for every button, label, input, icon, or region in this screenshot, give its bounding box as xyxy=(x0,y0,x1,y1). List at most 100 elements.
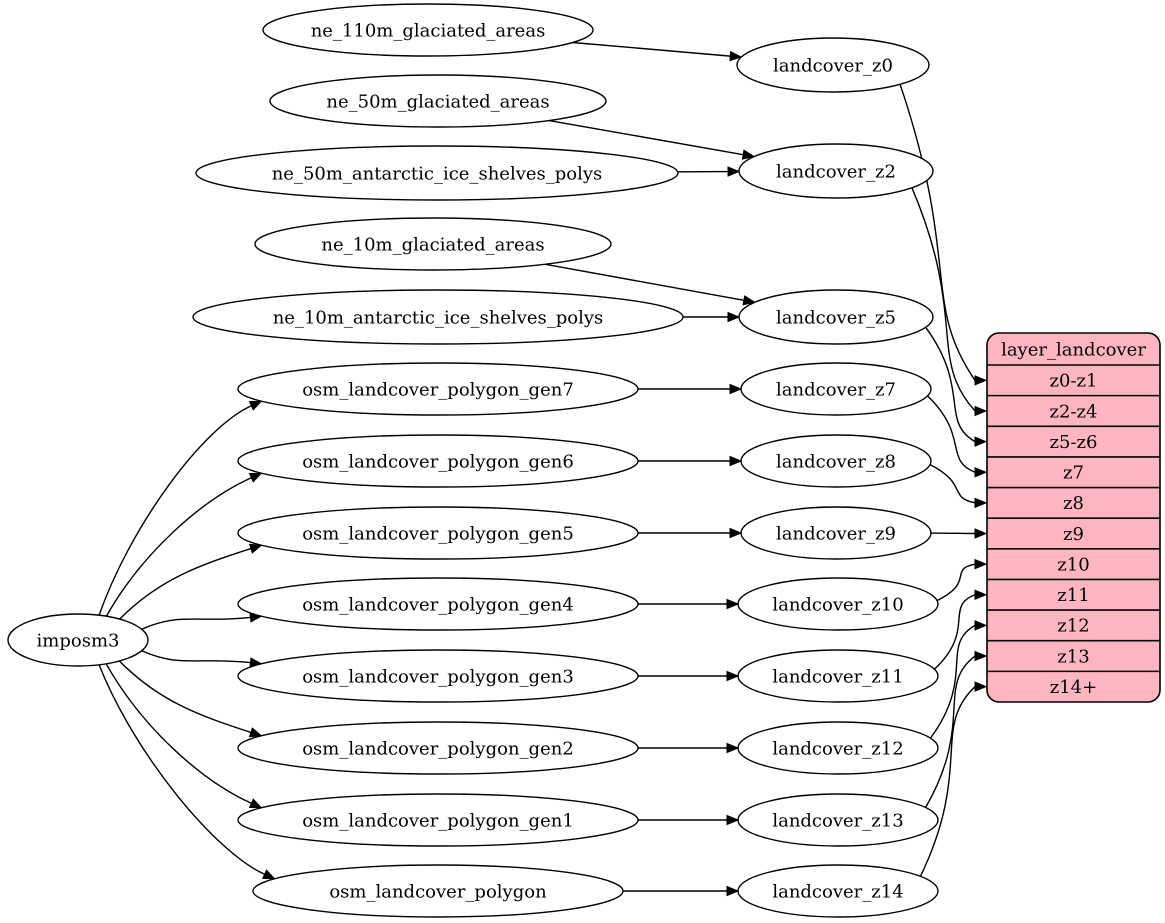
arrowhead xyxy=(974,497,988,509)
edge-imposm3-osm_landcover_polygon_gen1 xyxy=(105,663,263,809)
table-row-label: z8 xyxy=(1063,493,1084,514)
edge-ne_50m_glaciated_areas-landcover_z2 xyxy=(548,119,756,160)
node-ne_10m_glaciated_areas: ne_10m_glaciated_areas xyxy=(254,217,612,271)
node-osm_landcover_polygon_gen3: osm_landcover_polygon_gen3 xyxy=(237,649,639,703)
table-layer_landcover: layer_landcoverz0-z1z2-z4z5-z6z7z8z9z10z… xyxy=(986,332,1161,703)
arrowhead xyxy=(974,558,988,570)
node-shape xyxy=(237,649,639,703)
node-label: osm_landcover_polygon_gen5 xyxy=(302,523,574,544)
node-label: landcover_z5 xyxy=(776,307,896,328)
node-label: landcover_z7 xyxy=(776,379,896,400)
table-title: layer_landcover xyxy=(1001,339,1146,360)
edge-path xyxy=(919,686,976,877)
edge-osm_landcover_polygon_gen1-landcover_z13 xyxy=(638,814,740,826)
edge-landcover_z2-row-z2-z4 xyxy=(911,187,988,417)
arrowhead xyxy=(726,742,740,754)
arrowhead xyxy=(729,383,743,395)
node-shape xyxy=(252,864,624,918)
edge-osm_landcover_polygon_gen2-landcover_z12 xyxy=(638,742,740,754)
node-ne_50m_antarctic_ice_shelves_polys: ne_50m_antarctic_ice_shelves_polys xyxy=(195,145,679,201)
node-label: landcover_z12 xyxy=(772,738,903,759)
node-label: osm_landcover_polygon_gen4 xyxy=(302,594,574,615)
node-landcover_z12: landcover_z12 xyxy=(737,721,939,775)
node-landcover_z10: landcover_z10 xyxy=(737,577,939,631)
node-label: landcover_z14 xyxy=(772,881,903,902)
node-shape xyxy=(195,145,679,201)
edge-ne_10m_antarctic_ice_shelves_polys-landcover_z5 xyxy=(683,311,741,323)
arrowhead xyxy=(974,681,988,692)
arrowhead xyxy=(248,472,263,483)
edge-osm_landcover_polygon_gen3-landcover_z11 xyxy=(638,670,740,682)
node-ne_10m_antarctic_ice_shelves_polys: ne_10m_antarctic_ice_shelves_polys xyxy=(192,289,684,345)
node-shape xyxy=(740,434,932,488)
edge-imposm3-osm_landcover_polygon_gen3 xyxy=(141,650,263,668)
node-label: imposm3 xyxy=(37,630,120,651)
arrowhead xyxy=(974,589,988,601)
node-landcover_z11: landcover_z11 xyxy=(737,649,939,703)
edge-path xyxy=(934,594,976,670)
edge-ne_10m_glaciated_areas-landcover_z5 xyxy=(544,263,756,306)
arrowhead xyxy=(974,620,988,631)
arrowhead xyxy=(726,598,740,610)
edge-imposm3-osm_landcover_polygon xyxy=(98,664,276,880)
arrowhead xyxy=(729,50,743,62)
node-label: osm_landcover_polygon_gen1 xyxy=(302,810,574,831)
arrowhead xyxy=(726,885,740,897)
arrowhead xyxy=(742,295,756,306)
edge-landcover_z10-row-z10 xyxy=(936,558,988,602)
node-osm_landcover_polygon_gen1: osm_landcover_polygon_gen1 xyxy=(237,793,639,847)
arrowhead xyxy=(974,466,988,478)
edge-imposm3-osm_landcover_polygon_gen6 xyxy=(105,472,263,617)
node-label: ne_50m_antarctic_ice_shelves_polys xyxy=(272,163,603,184)
arrowhead xyxy=(974,436,988,447)
node-label: osm_landcover_polygon_gen2 xyxy=(302,738,574,759)
node-shape xyxy=(740,362,932,416)
node-label: ne_110m_glaciated_areas xyxy=(311,20,546,41)
node-shape xyxy=(192,289,684,345)
edge-osm_landcover_polygon_gen5-landcover_z9 xyxy=(638,527,743,539)
edge-osm_landcover_polygon-landcover_z14 xyxy=(623,885,740,897)
table-row-label: z12 xyxy=(1057,616,1089,637)
node-shape xyxy=(736,37,930,93)
edge-path xyxy=(118,660,252,734)
arrowhead xyxy=(727,311,741,323)
arrowhead xyxy=(974,528,988,539)
arrowhead xyxy=(248,400,263,411)
node-shape xyxy=(237,721,639,775)
edge-path xyxy=(925,326,976,443)
node-landcover_z13: landcover_z13 xyxy=(737,793,939,847)
table-row-label: z11 xyxy=(1057,585,1089,606)
node-shape xyxy=(737,649,939,703)
node-label: ne_50m_glaciated_areas xyxy=(326,91,549,112)
nodes-layer: imposm3 ne_110m_glaciated_areas ne_50m_gla… xyxy=(7,3,939,918)
edge-path xyxy=(911,187,976,412)
edge-path xyxy=(119,547,252,620)
node-shape xyxy=(237,577,639,631)
node-osm_landcover_polygon: osm_landcover_polygon xyxy=(252,864,624,918)
node-osm_landcover_polygon_gen7: osm_landcover_polygon_gen7 xyxy=(237,362,639,416)
node-label: landcover_z9 xyxy=(776,523,896,544)
arrowhead xyxy=(974,375,988,386)
node-shape xyxy=(269,74,607,128)
arrowhead xyxy=(248,727,263,738)
edge-path xyxy=(927,395,976,473)
node-landcover_z8: landcover_z8 xyxy=(740,434,932,488)
edge-landcover_z7-row-z7 xyxy=(927,395,988,478)
edge-landcover_z0-row-z0-z1 xyxy=(899,84,988,386)
edge-path xyxy=(141,650,251,664)
table-row-label: z10 xyxy=(1057,554,1089,575)
table-row-label: z0-z1 xyxy=(1050,371,1098,392)
edge-path xyxy=(544,263,745,302)
node-label: landcover_z13 xyxy=(772,810,903,831)
node-osm_landcover_polygon_gen4: osm_landcover_polygon_gen4 xyxy=(237,577,639,631)
edge-landcover_z12-row-z12 xyxy=(929,620,988,739)
node-label: osm_landcover_polygon_gen6 xyxy=(302,451,574,472)
node-shape xyxy=(7,613,149,667)
arrowhead xyxy=(726,670,740,682)
node-shape xyxy=(738,289,934,345)
edge-path xyxy=(105,477,252,617)
arrowhead xyxy=(248,543,263,554)
edge-path xyxy=(98,664,265,875)
edge-osm_landcover_polygon_gen7-landcover_z7 xyxy=(638,383,743,395)
